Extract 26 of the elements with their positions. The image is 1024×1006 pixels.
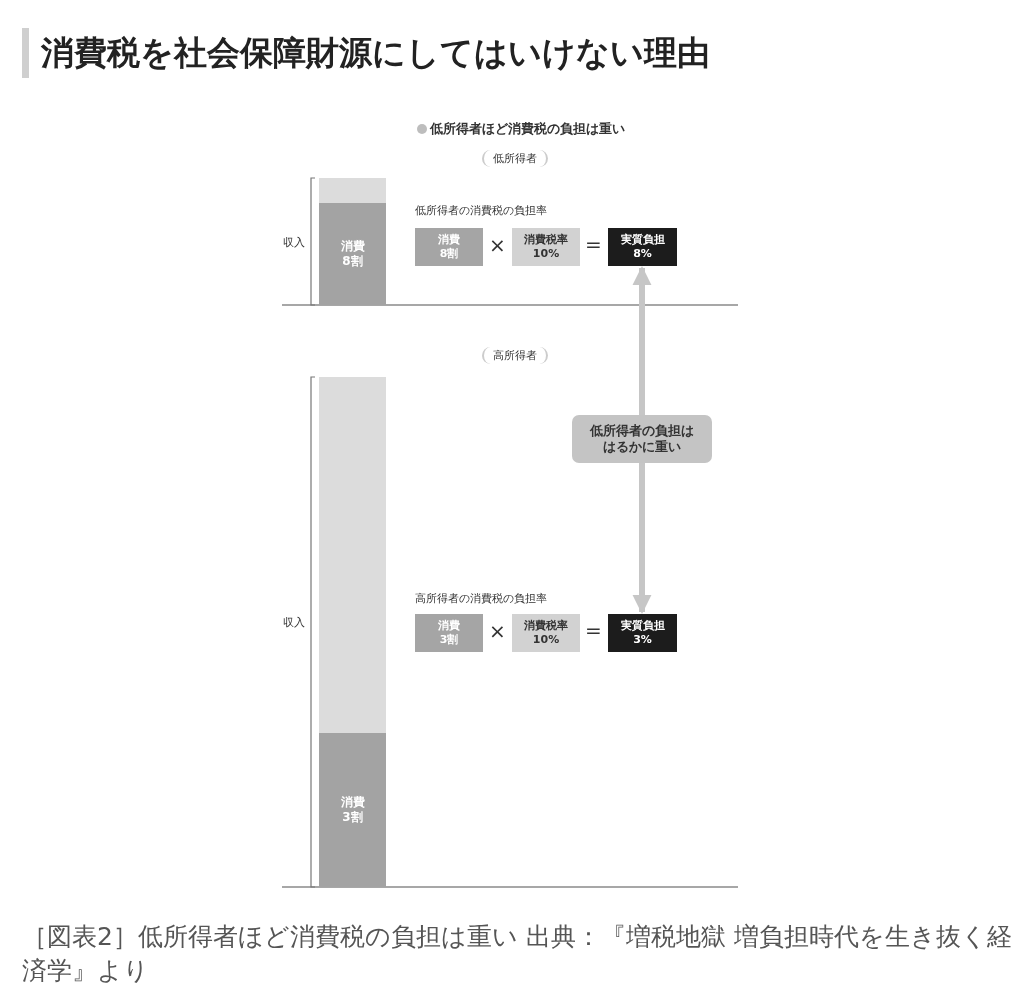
bar-segment bbox=[319, 178, 386, 203]
formula-box: 消費税率10% bbox=[512, 228, 580, 266]
arrow bbox=[632, 266, 652, 415]
callout-box: 低所得者の負担ははるかに重い bbox=[572, 415, 712, 463]
axis-label: 収入 bbox=[283, 235, 305, 250]
group-heading: 低所得者 bbox=[482, 150, 548, 167]
operator-symbol: = bbox=[585, 618, 602, 642]
operator-symbol: × bbox=[489, 233, 506, 257]
operator-symbol: × bbox=[489, 619, 506, 643]
bar-segment bbox=[319, 377, 386, 733]
bar-segment: 消費3割 bbox=[319, 733, 386, 887]
formula-box: 消費税率10% bbox=[512, 614, 580, 652]
axis-label: 収入 bbox=[283, 615, 305, 630]
page-title: 消費税を社会保障財源にしてはいけない理由 bbox=[22, 28, 710, 78]
result-box: 実質負担3% bbox=[608, 614, 677, 652]
formula-box: 消費3割 bbox=[415, 614, 483, 652]
arrow bbox=[632, 463, 652, 614]
result-box: 実質負担8% bbox=[608, 228, 677, 266]
operator-symbol: = bbox=[585, 232, 602, 256]
formula-box: 消費8割 bbox=[415, 228, 483, 266]
formula-heading: 高所得者の消費税の負担率 bbox=[415, 591, 547, 606]
chart-heading: 低所得者ほど消費税の負担は重い bbox=[430, 120, 625, 138]
figure-caption: ［図表2］低所得者ほど消費税の負担は重い 出典：『増税地獄 増負担時代を生き抜く経済学』より bbox=[22, 921, 1012, 987]
formula-heading: 低所得者の消費税の負担率 bbox=[415, 203, 547, 218]
bar-segment: 消費8割 bbox=[319, 203, 386, 305]
group-heading: 高所得者 bbox=[482, 347, 548, 364]
